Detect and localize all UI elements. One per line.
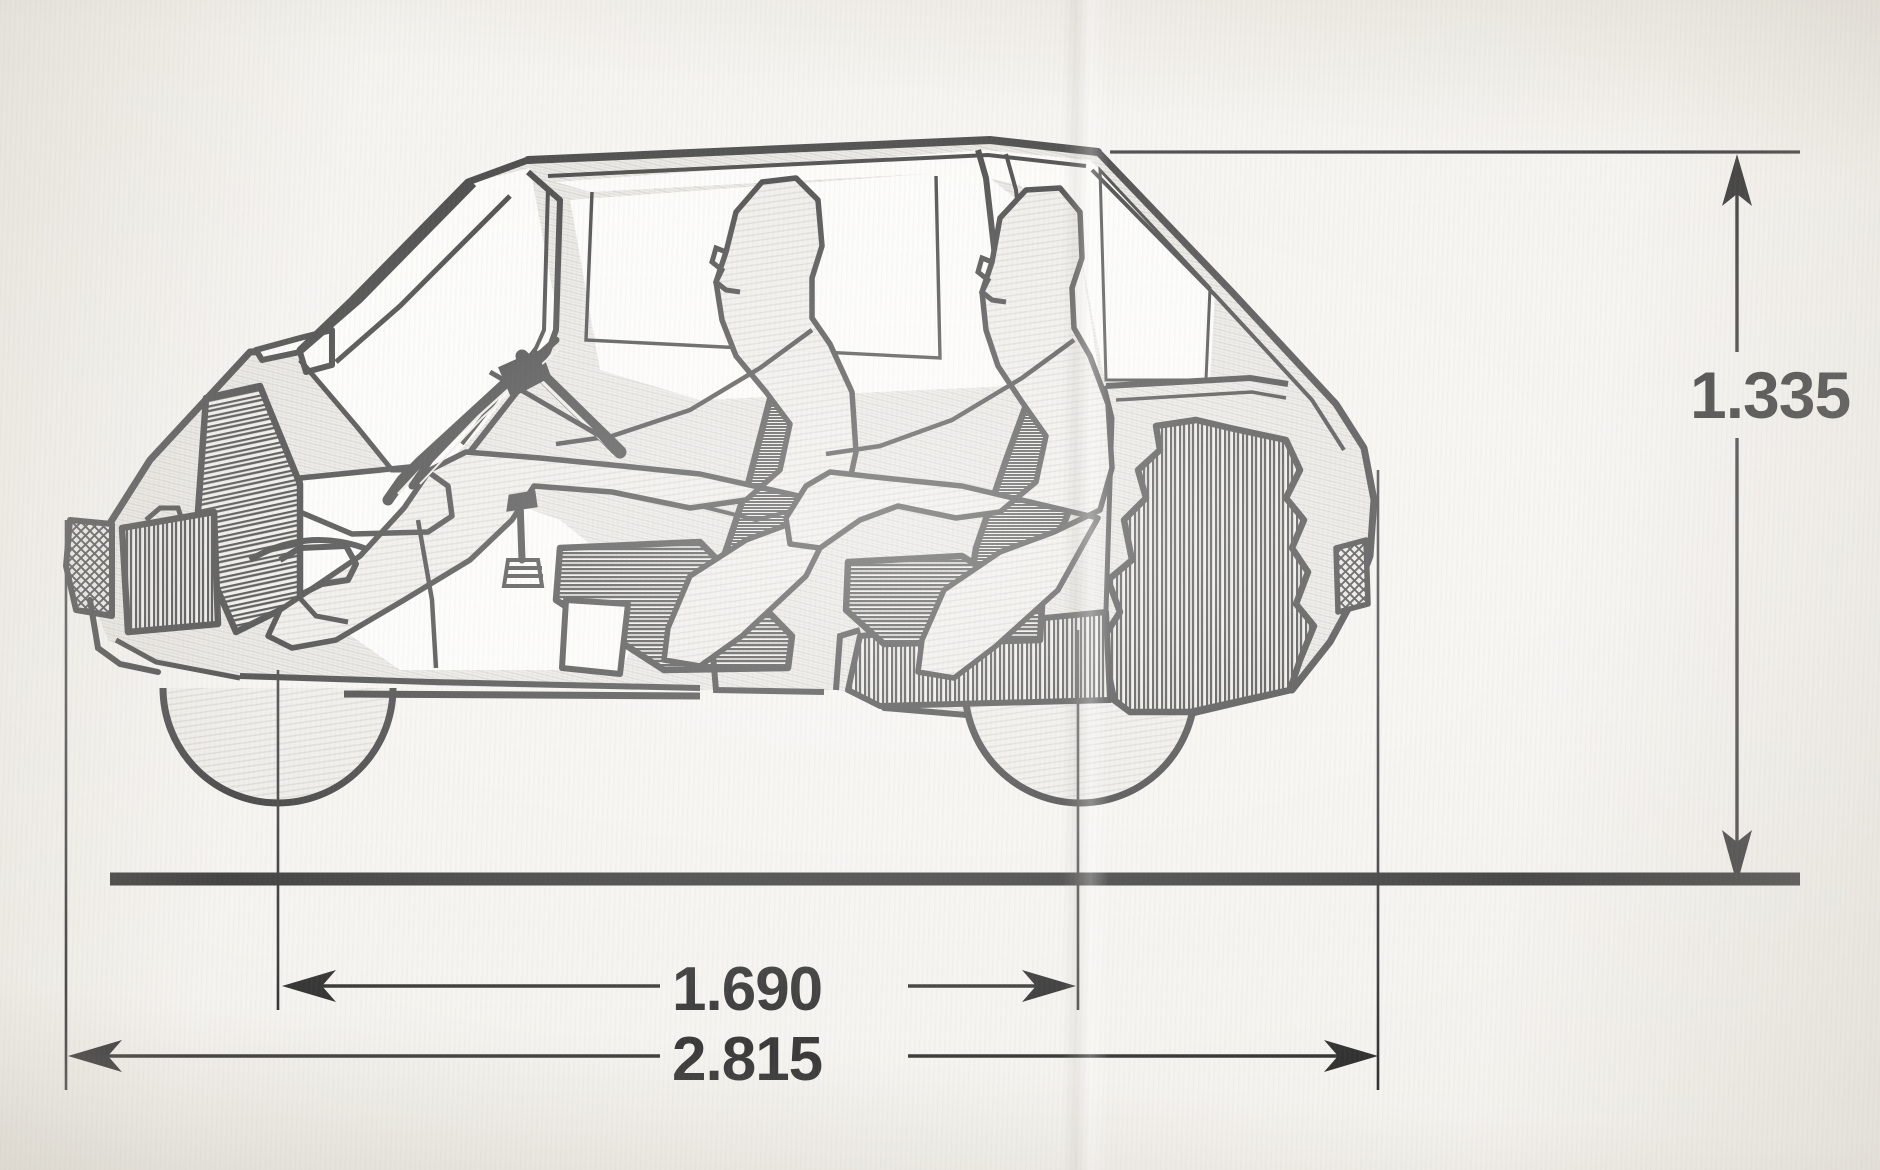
engine-block-hatched — [118, 508, 222, 636]
dimension-wheelbase: 1.690 — [282, 944, 1076, 1026]
ground-reference — [110, 872, 1800, 886]
height-dimension-label: 1.335 — [1690, 358, 1850, 432]
wheelbase-dimension-label: 1.690 — [672, 955, 822, 1024]
gear-knob — [506, 490, 538, 512]
length-dimension-label: 2.815 — [672, 1025, 822, 1094]
taillamp-mesh — [1333, 537, 1371, 615]
centre-console — [559, 597, 631, 677]
rocker-sill — [343, 690, 701, 700]
dimension-length: 2.815 — [68, 1014, 1378, 1098]
